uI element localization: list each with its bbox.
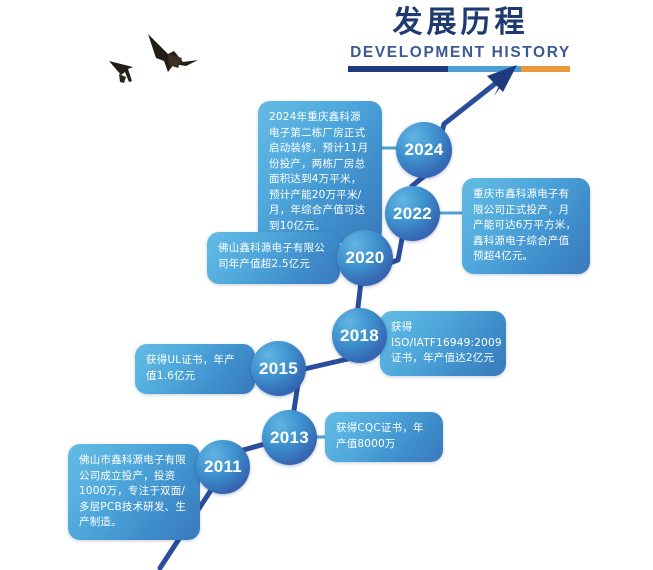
page-title-block: 发展历程 DEVELOPMENT HISTORY	[348, 4, 573, 72]
bird-icon-small	[109, 61, 133, 83]
title-bar-segment-orange	[521, 66, 571, 72]
milestone-box-2018[interactable]: 获得ISO/IATF16949:2009证书，年产值达2亿元	[380, 311, 506, 376]
milestone-text-2018: 获得ISO/IATF16949:2009证书，年产值达2亿元	[391, 321, 502, 364]
year-label-2020: 2020	[345, 248, 385, 267]
milestone-box-2013[interactable]: 获得CQC证书，年产值8000万	[325, 412, 443, 462]
milestone-box-2015[interactable]: 获得UL证书，年产值1.6亿元	[135, 344, 255, 394]
year-label-2015: 2015	[258, 358, 299, 378]
title-bar-segment-blue	[447, 66, 522, 72]
year-node-2013[interactable]: 2013	[262, 410, 317, 465]
year-node-2015[interactable]: 2015	[251, 341, 306, 396]
milestone-text-2013: 获得CQC证书，年产值8000万	[336, 422, 424, 450]
year-node-2011[interactable]: 2011	[196, 440, 250, 494]
milestone-box-2024[interactable]: 2024年重庆鑫科源电子第二栋厂房正式启动装修，预计11月份投产，两栋厂房总面积…	[258, 101, 382, 243]
year-label-2022: 2022	[392, 203, 433, 223]
year-node-2024[interactable]: 2024	[396, 122, 452, 178]
milestone-text-2011: 佛山市鑫科源电子有限公司成立投产，投资1000万，专注于双面/多层PCB技术研发…	[79, 454, 187, 528]
bird-icon-large	[148, 34, 198, 72]
year-label-2011: 2011	[203, 457, 243, 476]
milestone-box-2011[interactable]: 佛山市鑫科源电子有限公司成立投产，投资1000万，专注于双面/多层PCB技术研发…	[68, 444, 200, 540]
year-label-2018: 2018	[339, 325, 380, 345]
milestone-text-2020: 佛山鑫科源电子有限公司年产值超2.5亿元	[218, 242, 325, 270]
year-label-2024: 2024	[404, 140, 444, 159]
milestone-text-2024: 2024年重庆鑫科源电子第二栋厂房正式启动装修，预计11月份投产，两栋厂房总面积…	[269, 111, 369, 232]
title-bar-segment-navy	[348, 66, 448, 72]
milestone-box-2022[interactable]: 重庆市鑫科源电子有限公司正式投产，月产能可达6万平方米，鑫科源电子综合产值预超4…	[462, 178, 590, 274]
year-node-2018[interactable]: 2018	[332, 308, 387, 363]
page-title-cn: 发展历程	[392, 5, 529, 40]
milestone-box-2020[interactable]: 佛山鑫科源电子有限公司年产值超2.5亿元	[207, 232, 340, 284]
milestone-text-2015: 获得UL证书，年产值1.6亿元	[146, 354, 235, 382]
year-node-2022[interactable]: 2022	[385, 186, 440, 241]
year-node-2020[interactable]: 2020	[337, 230, 393, 286]
title-underline-bar	[348, 66, 571, 72]
year-label-2013: 2013	[269, 427, 310, 447]
page-title-en: DEVELOPMENT HISTORY	[350, 44, 571, 61]
milestone-text-2022: 重庆市鑫科源电子有限公司正式投产，月产能可达6万平方米，鑫科源电子综合产值预超4…	[473, 188, 577, 262]
